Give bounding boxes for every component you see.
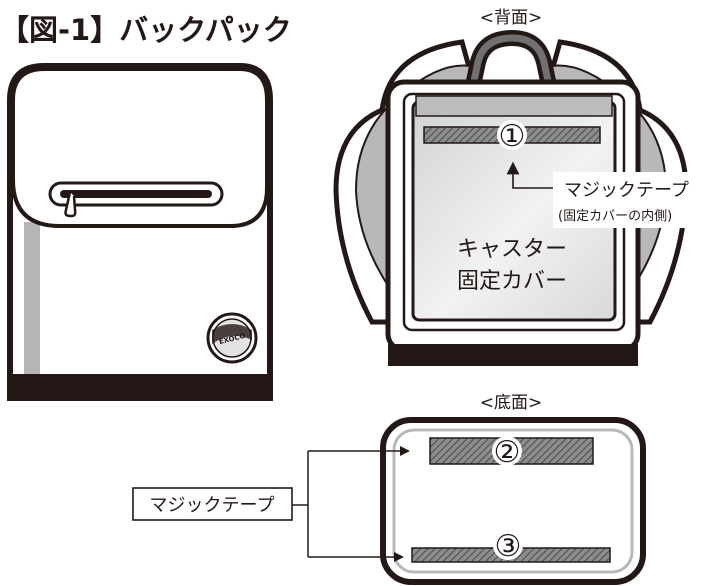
cover-label-line2: 固定カバー [457, 269, 567, 294]
cover-label-line1: キャスター [457, 237, 567, 262]
back-view: <背面> ① マジックテープ (固定カバーの内側) キャスター 固定カバー [333, 8, 715, 366]
marker-2: ② [494, 435, 521, 470]
bottom-callout-box [132, 487, 293, 521]
logo-badge: EXOCO [206, 312, 258, 364]
zipper [48, 181, 224, 218]
callout-sub: (固定カバーの内側) [558, 208, 672, 224]
callout-box [553, 172, 715, 228]
bottom-view-label: <底面> [480, 393, 543, 413]
front-view: EXOCO [7, 63, 273, 401]
bottom-callout-text: マジックテープ [150, 495, 275, 516]
callout-arrow [506, 161, 553, 189]
bracket-lines [292, 450, 408, 558]
figure-title: 【図-1】バックパック [0, 13, 292, 47]
marker-3: ③ [495, 529, 522, 564]
callout-main: マジックテープ [564, 180, 689, 201]
back-view-label: <背面> [480, 8, 543, 28]
bottom-view: <底面> ② ③ マジックテープ [132, 393, 646, 585]
marker-1: ① [499, 119, 526, 154]
